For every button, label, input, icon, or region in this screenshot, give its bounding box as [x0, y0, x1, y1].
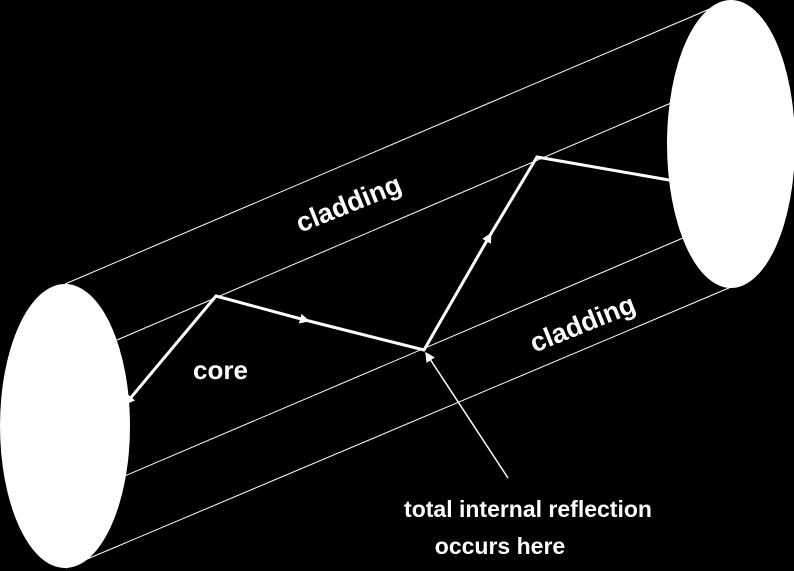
core-top-line [116, 99, 679, 341]
ray-segment-exit [535, 155, 671, 182]
fiber-outline [64, 1, 737, 569]
annotation-line-2: occurs here [435, 533, 565, 559]
ray-segment-2 [214, 294, 310, 324]
reflection-pointer-line [425, 351, 509, 479]
ray-segment-3b [487, 155, 539, 239]
core-label: core [193, 355, 248, 385]
ray-segment-entry [124, 294, 218, 405]
cladding-bottom-label: cladding [526, 289, 640, 358]
ray-segment-3 [422, 232, 492, 352]
fiber-left-end-face [0, 284, 130, 568]
core-bottom-line [119, 237, 684, 479]
ray-segment-2b [303, 318, 426, 352]
fiber-right-end-face [667, 0, 794, 288]
annotation-line-1: total internal reflection [404, 496, 652, 522]
outer-top-line [64, 1, 727, 285]
light-ray [124, 155, 671, 405]
cladding-top-label: cladding [292, 169, 406, 238]
reflection-pointer [425, 351, 509, 479]
outer-bottom-line [65, 284, 737, 569]
